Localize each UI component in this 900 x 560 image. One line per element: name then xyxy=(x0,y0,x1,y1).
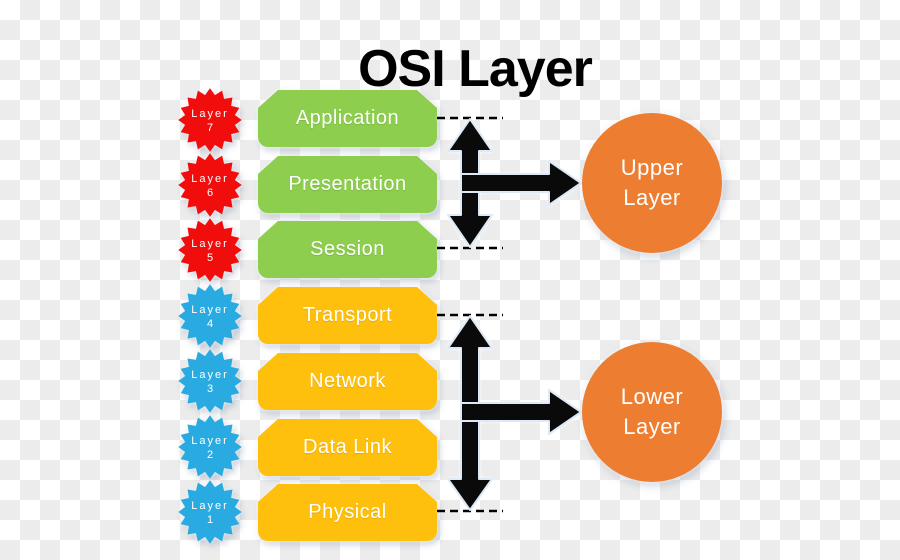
upper-layer-circle: Upper Layer xyxy=(582,113,722,253)
badge-label: Layer xyxy=(191,238,229,250)
group-label-line2: Layer xyxy=(623,185,681,210)
layer-7-badge: Layer 7 xyxy=(177,87,243,153)
right-arrow-icon xyxy=(460,389,582,435)
layer-box-datalink: Data Link xyxy=(258,419,437,476)
layer-6-badge: Layer 6 xyxy=(177,152,243,218)
page-title: OSI Layer xyxy=(358,39,593,98)
layer-3-badge: Layer 3 xyxy=(177,348,243,414)
badge-label: Layer xyxy=(191,369,229,381)
right-arrow-icon xyxy=(460,160,582,206)
layer-box-transport: Transport xyxy=(258,287,437,344)
layer-box-application: Application xyxy=(258,90,437,147)
badge-label: Layer xyxy=(191,304,229,316)
lower-layer-circle: Lower Layer xyxy=(582,342,722,482)
badge-number: 5 xyxy=(206,252,214,264)
group-label-line2: Layer xyxy=(623,414,681,439)
upper-group-arrow xyxy=(437,116,582,250)
group-label-line1: Upper xyxy=(620,155,684,180)
layer-box-presentation: Presentation xyxy=(258,156,437,213)
badge-number: 2 xyxy=(206,449,214,461)
badge-number: 4 xyxy=(206,318,214,330)
layer-1-badge: Layer 1 xyxy=(177,479,243,545)
badge-label: Layer xyxy=(191,108,229,120)
layer-4-badge: Layer 4 xyxy=(177,283,243,349)
group-label-line1: Lower xyxy=(620,384,684,409)
badge-number: 1 xyxy=(206,514,214,526)
lower-group-arrow xyxy=(437,313,582,513)
layer-box-physical: Physical xyxy=(258,484,437,541)
layer-box-network: Network xyxy=(258,353,437,410)
badge-number: 3 xyxy=(206,383,214,395)
badge-number: 6 xyxy=(206,187,214,199)
layer-2-badge: Layer 2 xyxy=(177,414,243,480)
badge-label: Layer xyxy=(191,435,229,447)
badge-label: Layer xyxy=(191,173,229,185)
layer-box-session: Session xyxy=(258,221,437,278)
layer-5-badge: Layer 5 xyxy=(177,217,243,283)
badge-label: Layer xyxy=(191,500,229,512)
badge-number: 7 xyxy=(206,122,214,134)
